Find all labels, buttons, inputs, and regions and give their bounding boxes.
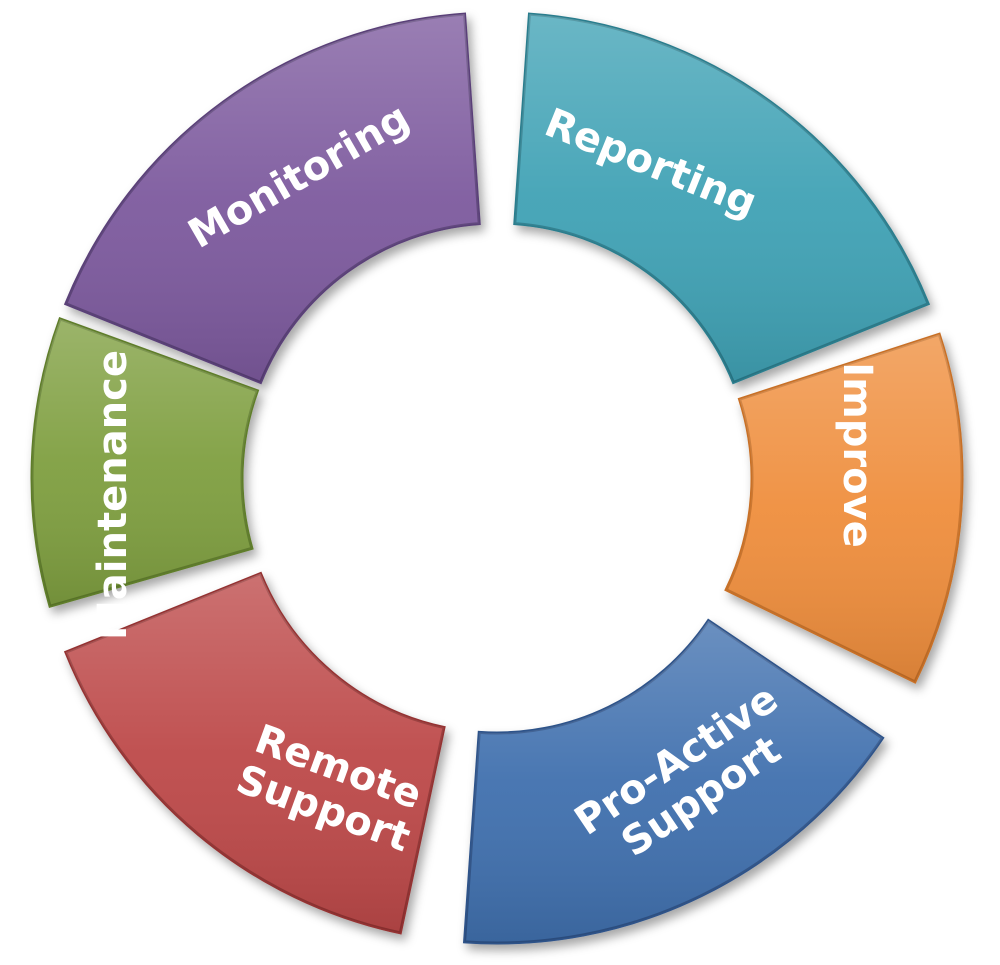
segment-reporting: Reporting xyxy=(513,12,931,385)
segment-monitoring: Monitoring xyxy=(63,12,481,385)
segment-gloss-remote-support xyxy=(65,573,444,933)
segment-label-maintenance: Maintenance xyxy=(90,350,136,640)
segment-improve: Improve xyxy=(724,332,964,684)
segment-gloss-reporting xyxy=(514,14,929,383)
segment-label-line: Maintenance xyxy=(90,350,136,640)
segment-maintenance: Maintenance xyxy=(30,317,260,640)
segment-gloss-monitoring xyxy=(65,14,480,383)
segment-gloss-pro-active-support xyxy=(464,620,883,943)
segment-remote-support: RemoteSupport xyxy=(63,571,446,935)
segment-pro-active-support: Pro-ActiveSupport xyxy=(462,618,885,945)
segment-gloss-maintenance xyxy=(32,318,258,607)
segment-label-improve: Improve xyxy=(834,362,880,548)
segment-gloss-improve xyxy=(726,334,962,682)
segment-label-line: Improve xyxy=(834,362,880,548)
